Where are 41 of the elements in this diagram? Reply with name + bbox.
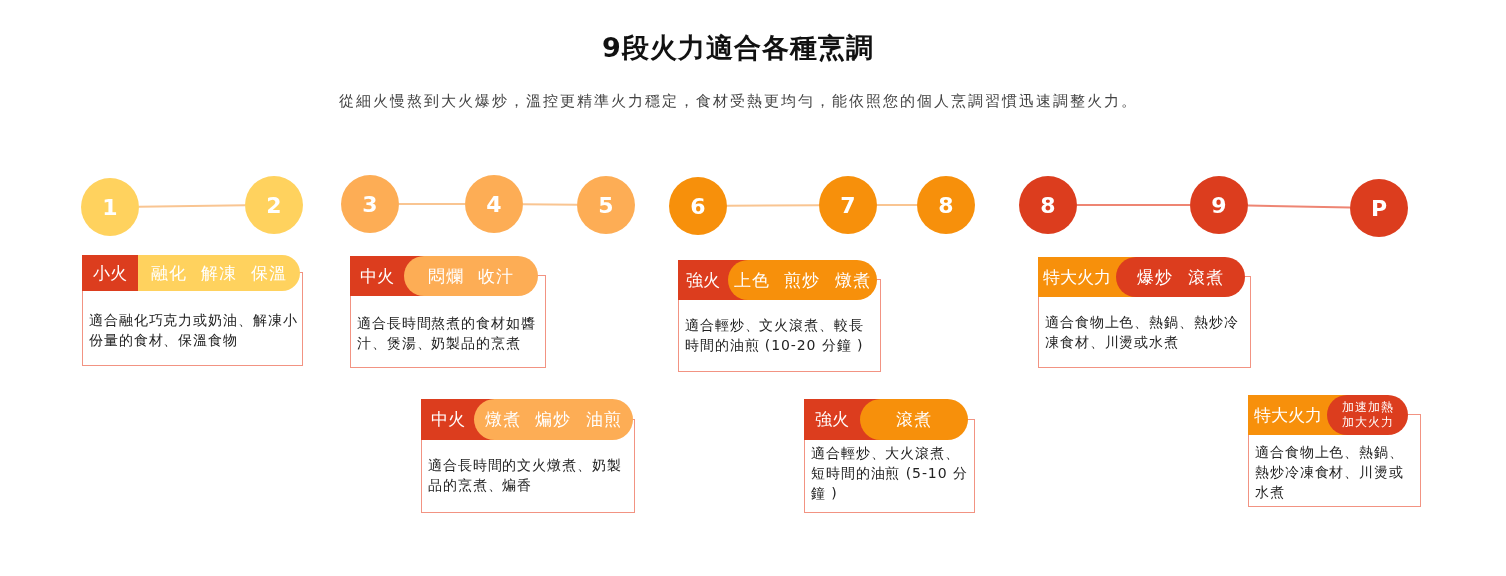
level-number-circle: 7 bbox=[819, 176, 877, 234]
description-box: 適合輕炒、大火滾煮、短時間的油煎 (5-10 分鐘 ) bbox=[804, 440, 975, 513]
level-number-circle: 3 bbox=[341, 175, 399, 233]
heat-level-tab: 中火 bbox=[350, 256, 404, 296]
description-box: 適合長時間熬煮的食材如醬汁、煲湯、奶製品的烹煮 bbox=[350, 296, 546, 368]
cooking-method-pill: 上色 煎炒 燉煮 bbox=[728, 260, 881, 300]
connector-line bbox=[876, 204, 918, 206]
connector-line bbox=[398, 203, 466, 205]
heat-level-tab: 小火 bbox=[82, 255, 138, 291]
connector-line bbox=[726, 204, 820, 207]
level-number-circle: 5 bbox=[577, 176, 635, 234]
description-box: 適合食物上色、熱鍋、熱炒冷凍食材、川燙或水煮 bbox=[1248, 435, 1421, 507]
level-number-circle: 1 bbox=[81, 178, 139, 236]
subtitle: 從細火慢熬到大火爆炒，溫控更精準火力穩定，食材受熱更均勻，能依照您的個人烹調習慣迅速調整火力。 bbox=[337, 91, 1139, 112]
description-box: 適合食物上色、熱鍋、熱炒冷凍食材、川燙或水煮 bbox=[1038, 297, 1251, 368]
cooking-method-pill: 滾煮 bbox=[860, 399, 975, 440]
connector-line bbox=[138, 204, 246, 208]
description-box: 適合長時間的文火燉煮、奶製品的烹煮、煸香 bbox=[421, 440, 635, 513]
heat-level-tab: 特大火力 bbox=[1248, 395, 1327, 435]
cooking-method-pill: 燉煮 煸炒 油煎 bbox=[474, 399, 635, 440]
description-box: 適合輕炒、文火滾煮、較長時間的油煎 (10-20 分鐘 ) bbox=[678, 300, 881, 372]
level-number-circle: 8 bbox=[1019, 176, 1077, 234]
level-number-circle: 9 bbox=[1190, 176, 1248, 234]
title: 9段火力適合各種烹調 bbox=[601, 31, 875, 65]
connector-line bbox=[1247, 204, 1351, 209]
level-number-circle: P bbox=[1350, 179, 1408, 237]
heat-level-tab: 中火 bbox=[421, 399, 474, 440]
heat-level-tab: 強火 bbox=[678, 260, 728, 300]
level-number-circle: 6 bbox=[669, 177, 727, 235]
level-number-circle: 2 bbox=[245, 176, 303, 234]
level-number-circle: 4 bbox=[465, 175, 523, 233]
cooking-method-pill: 悶爛 收汁 bbox=[404, 256, 546, 296]
heat-level-tab: 強火 bbox=[804, 399, 860, 440]
level-number-circle: 8 bbox=[917, 176, 975, 234]
connector-line bbox=[1076, 204, 1191, 206]
heat-level-tab: 特大火力 bbox=[1038, 257, 1116, 297]
description-box: 適合融化巧克力或奶油、解凍小份量的食材、保溫食物 bbox=[82, 291, 303, 366]
cooking-method-pill: 融化 解凍 保溫 bbox=[138, 255, 303, 291]
connector-line bbox=[522, 203, 578, 206]
cooking-method-pill: 加速加熱加大火力 bbox=[1327, 395, 1421, 435]
cooking-method-pill: 爆炒 滾煮 bbox=[1116, 257, 1251, 297]
